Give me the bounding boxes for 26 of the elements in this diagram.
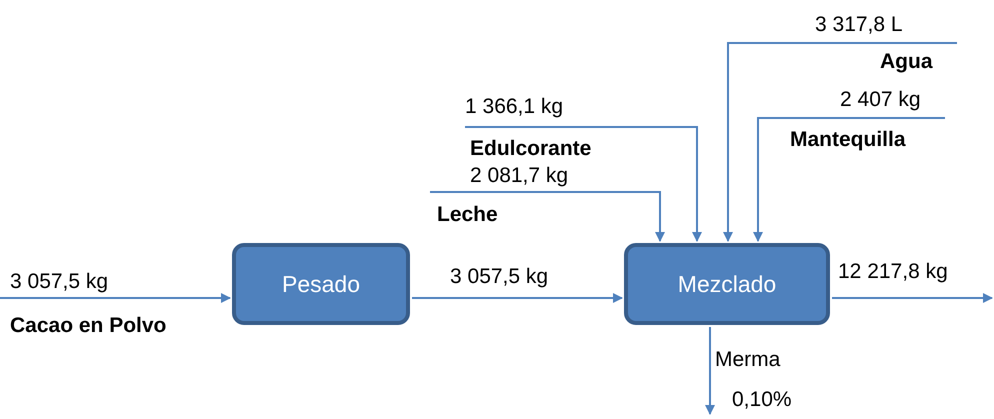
edge-label: 3 317,8 L	[815, 13, 903, 37]
edge-label: 2 407 kg	[840, 88, 921, 112]
arrow	[412, 293, 623, 303]
arrow	[832, 293, 993, 303]
edge-label: 2 081,7 kg	[470, 164, 568, 188]
process-label: Mezclado	[678, 270, 776, 298]
edge-label: 3 057,5 kg	[10, 270, 108, 294]
process-label: Pesado	[282, 270, 360, 298]
arrow	[0, 293, 231, 303]
stream-label: Mantequilla	[790, 128, 906, 152]
arrow	[430, 191, 665, 242]
arrow	[723, 42, 957, 242]
edge-label: 3 057,5 kg	[450, 265, 548, 289]
stream-label: Leche	[437, 203, 498, 227]
process-box	[624, 243, 830, 325]
stream-label: Edulcorante	[470, 137, 592, 161]
edge-label: 12 217,8 kg	[838, 260, 948, 284]
stream-label: 0,10%	[732, 388, 792, 412]
process-box	[232, 243, 410, 325]
arrow	[705, 327, 715, 415]
edge-label: Merma	[715, 348, 780, 372]
stream-label: Cacao en Polvo	[10, 314, 166, 338]
arrow	[465, 126, 702, 242]
stream-label: Agua	[880, 50, 932, 74]
arrow	[753, 117, 945, 242]
edge-label: 1 366,1 kg	[465, 95, 564, 119]
